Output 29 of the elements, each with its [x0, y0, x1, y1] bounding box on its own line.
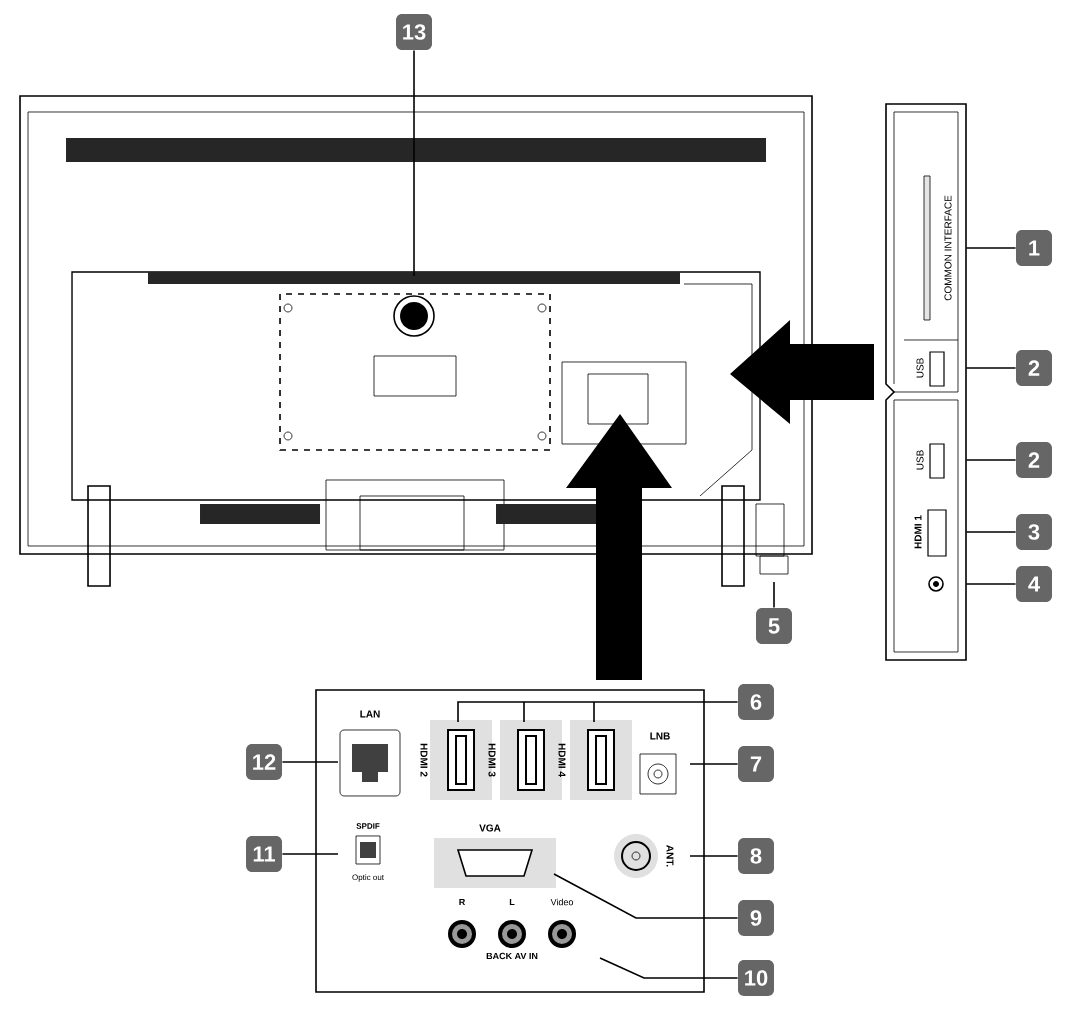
leader-line — [413, 49, 415, 277]
callout-number: 2 — [1016, 442, 1052, 478]
callout-number: 6 — [738, 684, 774, 720]
callout-number: 8 — [738, 838, 774, 874]
leader-line — [965, 583, 1017, 585]
callout-number: 5 — [756, 608, 792, 644]
callout-number: 1 — [1016, 230, 1052, 266]
leader-line — [457, 701, 739, 723]
callout-number: 12 — [246, 744, 282, 780]
leader-line — [281, 761, 339, 763]
callout-number: 3 — [1016, 514, 1052, 550]
leader-line — [773, 581, 775, 609]
leader-line — [553, 873, 739, 919]
callout-number: 10 — [738, 960, 774, 996]
leader-line — [965, 531, 1017, 533]
callout-number: 9 — [738, 900, 774, 936]
callout-number: 2 — [1016, 350, 1052, 386]
leader-line — [965, 247, 1017, 249]
leader-line — [599, 957, 739, 979]
callout-number: 4 — [1016, 566, 1052, 602]
callout-number: 7 — [738, 746, 774, 782]
leader-line — [281, 853, 339, 855]
leader-line — [689, 763, 739, 765]
leader-line — [965, 459, 1017, 461]
callout-number: 11 — [246, 836, 282, 872]
leader-line — [965, 367, 1017, 369]
leader-line — [689, 855, 739, 857]
callout-number: 13 — [396, 14, 432, 50]
side-panel-drawing — [885, 103, 967, 661]
